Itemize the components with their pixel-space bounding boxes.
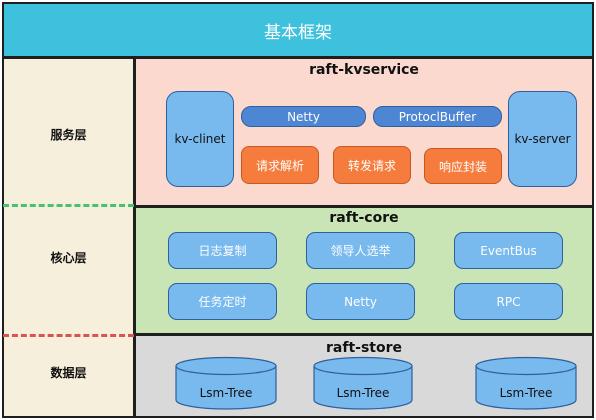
eventbus-box: EventBus <box>454 232 563 269</box>
store-title: raft-store <box>326 340 402 356</box>
protocol-buffer-pill: ProtoclBuffer <box>373 106 502 127</box>
log-replication-box: 日志复制 <box>168 232 277 269</box>
task-timer-box: 任务定时 <box>168 283 277 320</box>
lsm-tree-cylinder-icon <box>313 356 413 410</box>
lsm-tree-cylinder-icon <box>475 356 577 410</box>
green-dashed-separator <box>3 204 134 207</box>
lsm-tree-label: Lsm-Tree <box>199 386 253 400</box>
kv-server-box: kv-server <box>508 91 577 187</box>
core-netty-box: Netty <box>306 283 415 320</box>
lsm-tree-label: Lsm-Tree <box>499 386 553 400</box>
rpc-box: RPC <box>454 283 563 320</box>
kvservice-title: raft-kvservice <box>309 62 419 78</box>
layer-label-service: 服务层 <box>50 127 87 142</box>
lsm-tree-cylinder-icon <box>175 356 277 410</box>
leader-election-box: 领导人选举 <box>306 232 415 269</box>
forward-request-box: 转发请求 <box>333 146 411 184</box>
response-wrap-box: 响应封装 <box>424 148 502 184</box>
layer-label-data: 数据层 <box>50 365 87 380</box>
page-title: 基本框架 <box>2 2 594 58</box>
netty-pill: Netty <box>241 106 366 127</box>
kv-client-box: kv-clinet <box>166 91 234 187</box>
layer-label-core: 核心层 <box>50 250 87 265</box>
red-dashed-separator <box>3 334 134 337</box>
core-title: raft-core <box>329 210 399 226</box>
layer-column <box>2 57 135 418</box>
request-parse-box: 请求解析 <box>241 146 319 184</box>
lsm-tree-label: Lsm-Tree <box>336 386 390 400</box>
